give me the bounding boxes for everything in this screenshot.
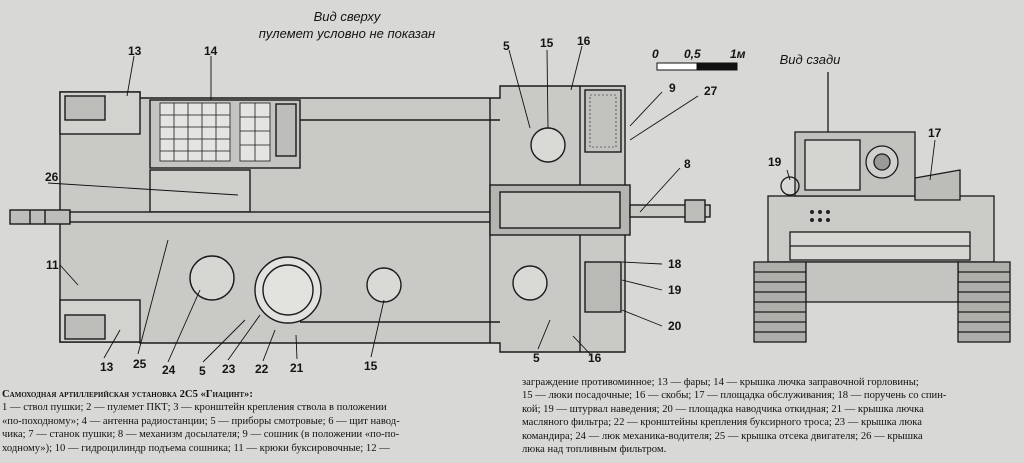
engine-grille-right — [239, 102, 271, 162]
callout-23: 23 — [222, 362, 236, 376]
caption-title: Самоходная артиллерийская установка 2С5 … — [2, 389, 253, 400]
callout-21: 21 — [290, 361, 304, 375]
callout-22: 22 — [255, 362, 269, 376]
callout-17: 17 — [928, 126, 942, 140]
callout-13-top: 13 — [128, 44, 142, 58]
left-track — [753, 261, 807, 343]
right-track — [957, 261, 1011, 343]
scale-label-half: 0,5 — [684, 47, 701, 61]
caption-line: чика; 7 — станок пушки; 8 — механизм дос… — [2, 429, 400, 441]
caption-line: люка над топливным фильтром. — [522, 444, 667, 456]
callout-5-right: 5 — [533, 351, 540, 365]
top-view — [9, 85, 711, 353]
callout-13-bottom: 13 — [100, 360, 114, 374]
rear-view — [753, 72, 1011, 343]
callout-5-top: 5 — [503, 39, 510, 53]
caption-line: ходному»); 10 — гидроцилиндр подъема сош… — [2, 442, 390, 454]
callout-19-rear: 19 — [768, 155, 782, 169]
callout-15-bottom: 15 — [364, 359, 378, 373]
callout-9: 9 — [669, 81, 676, 95]
scale-label-zero: 0 — [652, 47, 659, 61]
caption-left: Самоходная артиллерийская установка 2С5 … — [2, 388, 507, 455]
callout-14: 14 — [204, 44, 218, 58]
caption-line: 1 — ствол пушки; 2 — пулемет ПКТ; 3 — кр… — [2, 402, 387, 414]
caption-line: кой; 19 — штурвал наведения; 20 — площад… — [522, 403, 924, 415]
callout-15-top: 15 — [540, 36, 554, 50]
scale-bar — [656, 62, 738, 71]
callout-19-top: 19 — [668, 283, 682, 297]
engine-grille-left — [159, 102, 231, 162]
callout-11: 11 — [46, 258, 59, 272]
caption-line: командира; 24 — люк механика-водителя; 2… — [522, 430, 923, 442]
caption-line: заграждение противоминное; 13 — фары; 14… — [522, 377, 919, 388]
leader-lines — [47, 45, 936, 363]
callout-18: 18 — [668, 257, 682, 271]
top-view-note: пулемет условно не показан — [258, 26, 436, 41]
caption-line: «по-походному»; 4 — антенна радиостанции… — [2, 415, 400, 427]
callout-26: 26 — [45, 170, 59, 184]
callout-27: 27 — [704, 84, 718, 98]
callout-16-bottom: 16 — [588, 351, 602, 365]
callout-8: 8 — [684, 157, 691, 171]
callout-16-top: 16 — [577, 34, 591, 48]
caption-line: масляного фильтра; 22 — кронштейны крепл… — [522, 417, 922, 429]
gun-barrel — [9, 209, 491, 225]
scale-label-one: 1м — [730, 47, 746, 61]
callout-5-bottom: 5 — [199, 364, 206, 378]
callout-20: 20 — [668, 319, 682, 333]
top-view-title: Вид сверху — [313, 9, 381, 24]
callout-25: 25 — [133, 357, 147, 371]
caption-line: 15 — люки посадочные; 16 — скобы; 17 — п… — [522, 390, 947, 402]
callout-24: 24 — [162, 363, 176, 377]
rear-view-title: Вид сзади — [779, 52, 841, 67]
caption-right: заграждение противоминное; 13 — фары; 14… — [522, 376, 1022, 456]
